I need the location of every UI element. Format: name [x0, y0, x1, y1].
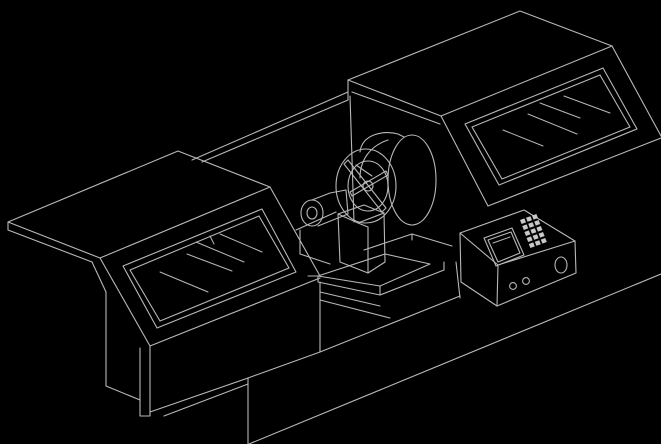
right-window-glare — [502, 95, 611, 147]
keypad-key — [534, 240, 541, 246]
tool-post — [337, 204, 386, 274]
spindle-chuck — [335, 132, 437, 226]
keypad-key — [540, 238, 547, 244]
keypad-key — [520, 218, 526, 224]
keypad-key — [526, 236, 533, 242]
right-cabinet — [347, 10, 661, 207]
keypad-key — [528, 242, 535, 248]
keypad-key — [532, 234, 539, 240]
keypad-key — [522, 224, 529, 230]
right-window — [464, 67, 638, 186]
back-wall — [191, 91, 355, 231]
keypad-key — [524, 230, 531, 236]
control-panel — [459, 209, 577, 307]
panel-knob-right — [522, 277, 530, 285]
keypad-key — [536, 226, 543, 232]
keypad-key — [526, 216, 532, 222]
left-cabinet — [7, 150, 321, 417]
left-window — [122, 208, 297, 329]
left-window-glare — [159, 233, 263, 293]
panel-screen — [483, 227, 525, 267]
panel-knob-left — [509, 282, 517, 290]
machine-base — [149, 273, 661, 444]
cross-slide — [317, 233, 453, 296]
keypad-key — [534, 220, 541, 226]
keypad-key — [532, 214, 538, 220]
keypad-key — [530, 228, 537, 234]
keypad-key — [528, 222, 535, 228]
panel-keypad — [520, 214, 547, 248]
panel-dial — [554, 256, 568, 274]
tailstock-sleeve — [300, 189, 349, 227]
keypad-key — [538, 232, 545, 238]
bed-rails — [299, 229, 461, 319]
